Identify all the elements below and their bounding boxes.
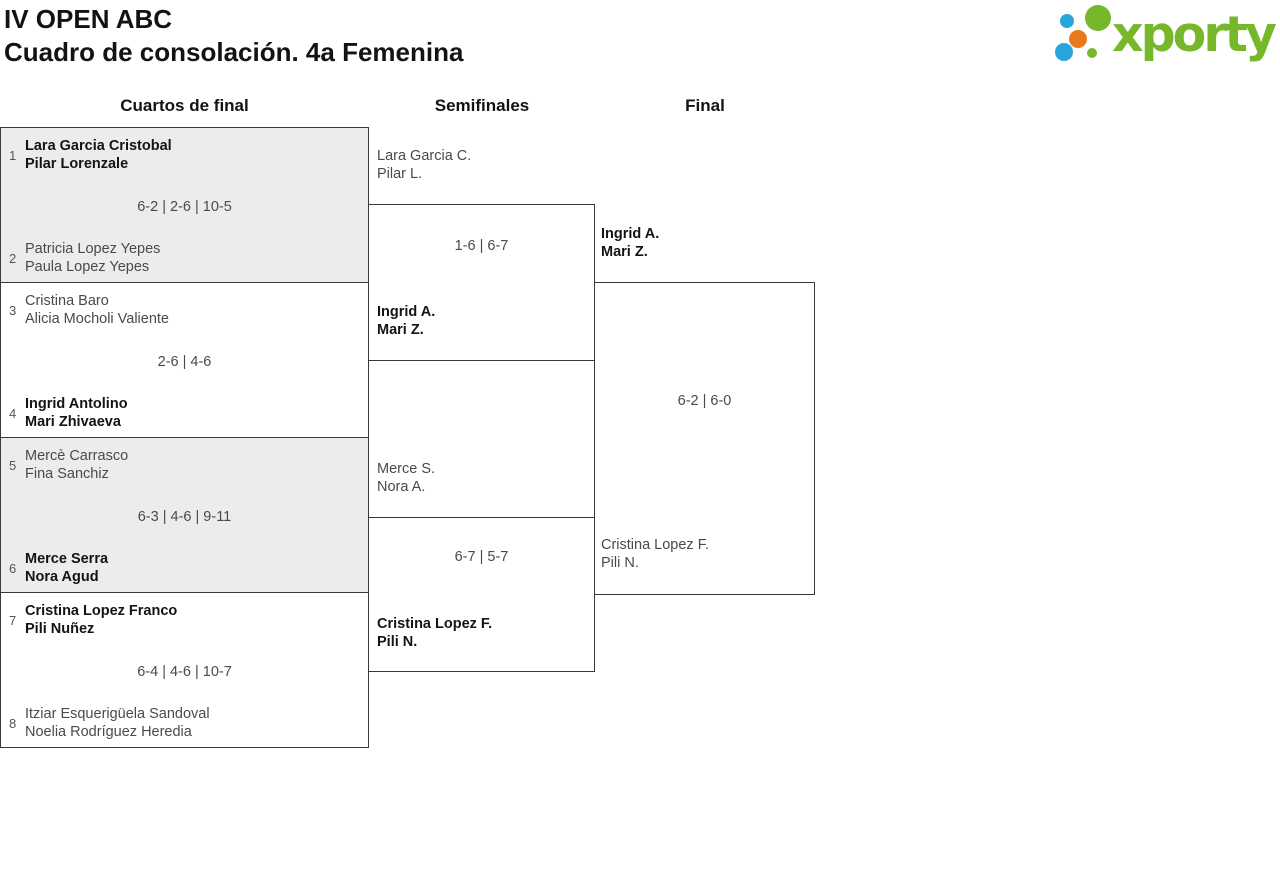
team-row: 5 Mercè Carrasco Fina Sanchiz (9, 447, 128, 483)
page-title: IV OPEN ABC Cuadro de consolación. 4a Fe… (4, 3, 463, 69)
team-row: 8 Itziar Esquerigüela Sandoval Noelia Ro… (9, 705, 210, 741)
player-name: Ingrid A. (377, 304, 436, 320)
seed-number: 1 (9, 147, 17, 163)
player-name: Ingrid Antolino (25, 396, 128, 412)
player-name: Mari Z. (377, 322, 424, 338)
seed-number: 3 (9, 302, 17, 318)
logo-dot-blue-icon (1060, 14, 1074, 28)
seed-number: 7 (9, 612, 17, 628)
player-name: Mari Zhivaeva (25, 414, 121, 430)
team-row: 1 Lara Garcia Cristobal Pilar Lorenzale (9, 137, 172, 173)
player-name: Mercè Carrasco (25, 448, 129, 464)
player-name: Nora A. (377, 479, 426, 495)
sf2-bottom-team-label: Cristina Lopez F. Pili N. (377, 615, 492, 651)
player-name: Nora Agud (25, 569, 99, 585)
final-bottom-team-label: Cristina Lopez F. Pili N. (601, 536, 709, 572)
player-name: Paula Lopez Yepes (25, 259, 150, 275)
sf1-match-score: 1-6 | 6-7 (454, 238, 509, 254)
tournament-name: IV OPEN ABC (4, 4, 173, 34)
player-name: Merce S. (377, 461, 436, 477)
player-name: Noelia Rodríguez Heredia (25, 724, 192, 740)
seed-number: 2 (9, 250, 17, 266)
match-score: 6-2 | 2-6 | 10-5 (137, 199, 232, 215)
final-match-box (594, 282, 815, 595)
quarterfinals-bracket: 1 Lara Garcia Cristobal Pilar Lorenzale … (0, 127, 369, 748)
player-name: Merce Serra (25, 551, 109, 567)
player-name: Pili N. (601, 555, 639, 571)
player-name: Mari Z. (601, 244, 648, 260)
final-match-score: 6-2 | 6-0 (677, 393, 732, 409)
player-name: Pilar Lorenzale (25, 156, 129, 172)
player-name: Lara Garcia C. (377, 148, 472, 164)
seed-number: 6 (9, 560, 17, 576)
match-score: 2-6 | 4-6 (157, 354, 212, 370)
xporty-logo[interactable]: xporty (1050, 0, 1280, 70)
logo-dot-blue2-icon (1055, 43, 1073, 61)
qf-match-4: 7 Cristina Lopez Franco Pili Nuñez 6-4 |… (1, 592, 368, 747)
player-name: Cristina Lopez Franco (25, 603, 178, 619)
player-name: Patricia Lopez Yepes (25, 241, 161, 257)
team-row: 4 Ingrid Antolino Mari Zhivaeva (9, 395, 128, 431)
seed-number: 4 (9, 405, 17, 421)
team-row: 7 Cristina Lopez Franco Pili Nuñez (9, 602, 177, 638)
player-name: Fina Sanchiz (25, 466, 109, 482)
draw-name: Cuadro de consolación. 4a Femenina (4, 37, 464, 67)
player-name: Itziar Esquerigüela Sandoval (25, 706, 210, 722)
qf-match-3: 5 Mercè Carrasco Fina Sanchiz 6-3 | 4-6 … (1, 437, 368, 592)
match-score: 6-3 | 4-6 | 9-11 (137, 509, 232, 525)
player-name: Pili N. (377, 634, 418, 650)
sf2-top-team-label: Merce S. Nora A. (377, 460, 435, 496)
seed-number: 5 (9, 457, 17, 473)
player-name: Lara Garcia Cristobal (25, 138, 172, 154)
team-row: 6 Merce Serra Nora Agud (9, 550, 108, 586)
sf2-match-score: 6-7 | 5-7 (454, 549, 509, 565)
player-name: Ingrid A. (601, 226, 660, 242)
seed-number: 8 (9, 715, 17, 731)
team-row: 3 Cristina Baro Alicia Mocholi Valiente (9, 292, 169, 328)
team-row: 2 Patricia Lopez Yepes Paula Lopez Yepes (9, 240, 160, 276)
player-name: Pili Nuñez (25, 621, 95, 637)
qf-match-1: 1 Lara Garcia Cristobal Pilar Lorenzale … (1, 128, 368, 282)
sf1-top-team-label: Lara Garcia C. Pilar L. (377, 147, 471, 183)
player-name: Cristina Lopez F. (601, 537, 709, 553)
player-name: Alicia Mocholi Valiente (25, 311, 169, 327)
logo-dot-green-icon (1085, 5, 1111, 31)
match-score: 6-4 | 4-6 | 10-7 (137, 664, 232, 680)
logo-dot-orange-icon (1069, 30, 1087, 48)
round-header-semifinals: Semifinales (434, 96, 530, 115)
final-top-team-label: Ingrid A. Mari Z. (601, 225, 659, 261)
sf1-bottom-team-label: Ingrid A. Mari Z. (377, 303, 435, 339)
player-name: Cristina Baro (25, 293, 109, 309)
qf-match-2: 3 Cristina Baro Alicia Mocholi Valiente … (1, 282, 368, 437)
player-name: Pilar L. (377, 166, 423, 182)
player-name: Cristina Lopez F. (377, 616, 493, 632)
logo-dot-green2-icon (1087, 48, 1097, 58)
round-header-final: Final (685, 96, 725, 115)
round-header-quarterfinals: Cuartos de final (120, 96, 249, 115)
logo-wordmark: xporty (1112, 6, 1277, 63)
